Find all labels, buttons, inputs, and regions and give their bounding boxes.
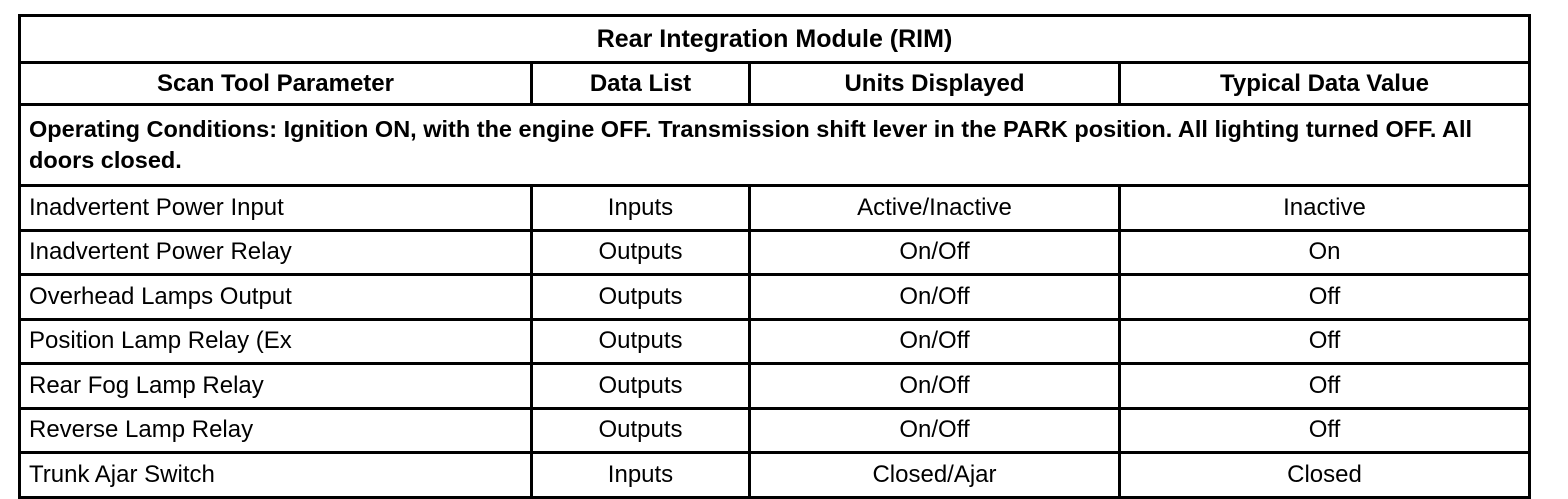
operating-conditions-cell: Operating Conditions: Ignition ON, with … (18, 103, 1531, 187)
cell-units-displayed: Active/Inactive (748, 184, 1121, 232)
data-list-value: Outputs (598, 416, 683, 444)
cell-typical-data-value: Off (1118, 273, 1531, 321)
column-header-label: Data List (589, 69, 692, 97)
cell-units-displayed: On/Off (748, 406, 1121, 454)
cell-data-list: Outputs (530, 317, 751, 365)
data-list-value: Outputs (598, 327, 683, 355)
typical-data-value: Closed (1287, 460, 1362, 488)
units-displayed-value: On/Off (899, 416, 970, 444)
typical-data-value: On (1308, 238, 1341, 266)
cell-data-list: Inputs (530, 451, 751, 499)
cell-parameter: Trunk Ajar Switch (18, 451, 533, 499)
cell-units-displayed: Closed/Ajar (748, 451, 1121, 499)
data-list-value: Inputs (607, 193, 674, 221)
column-header-label: Units Displayed (844, 69, 1025, 97)
cell-data-list: Outputs (530, 273, 751, 321)
cell-typical-data-value: Off (1118, 362, 1531, 410)
typical-data-value: Off (1308, 282, 1341, 310)
parameter-label: Inadvertent Power Input (29, 193, 284, 221)
parameter-label: Trunk Ajar Switch (29, 460, 215, 488)
typical-data-value: Off (1308, 416, 1341, 444)
cell-typical-data-value: Off (1118, 406, 1531, 454)
typical-data-value: Off (1308, 327, 1341, 355)
column-header-scan-tool-parameter: Scan Tool Parameter (18, 61, 533, 106)
table-header-row: Scan Tool Parameter Data List Units Disp… (18, 61, 1531, 106)
data-list-value: Outputs (598, 282, 683, 310)
units-displayed-value: On/Off (899, 371, 970, 399)
cell-units-displayed: On/Off (748, 273, 1121, 321)
table-title-row: Rear Integration Module (RIM) (18, 14, 1531, 64)
column-header-data-list: Data List (530, 61, 751, 106)
page-root: Rear Integration Module (RIM) Scan Tool … (18, 14, 1531, 499)
units-displayed-value: On/Off (899, 327, 970, 355)
data-list-value: Inputs (607, 460, 674, 488)
cell-units-displayed: On/Off (748, 317, 1121, 365)
cell-units-displayed: On/Off (748, 362, 1121, 410)
table-body: Rear Integration Module (RIM) Scan Tool … (18, 14, 1531, 499)
column-header-typical-data-value: Typical Data Value (1118, 61, 1531, 106)
data-list-value: Outputs (598, 238, 683, 266)
operating-conditions-text: Operating Conditions: Ignition ON, with … (29, 116, 1473, 173)
cell-data-list: Outputs (530, 228, 751, 276)
parameter-label: Position Lamp Relay (Ex (29, 327, 292, 355)
cell-data-list: Outputs (530, 406, 751, 454)
typical-data-value: Off (1308, 371, 1341, 399)
units-displayed-value: Active/Inactive (857, 193, 1012, 221)
parameter-label: Reverse Lamp Relay (29, 416, 254, 444)
cell-typical-data-value: Off (1118, 317, 1531, 365)
table-title-cell: Rear Integration Module (RIM) (18, 14, 1531, 64)
typical-data-value: Inactive (1283, 193, 1366, 221)
column-header-label: Scan Tool Parameter (157, 69, 394, 97)
cell-parameter: Reverse Lamp Relay (18, 406, 533, 454)
scan-tool-parameter-table: Rear Integration Module (RIM) Scan Tool … (18, 14, 1531, 499)
cell-typical-data-value: On (1118, 228, 1531, 276)
column-header-label: Typical Data Value (1220, 69, 1429, 97)
column-header-units-displayed: Units Displayed (748, 61, 1121, 106)
table-row: Inadvertent Power Input Inputs Active/In… (18, 184, 1531, 232)
table-row: Reverse Lamp Relay Outputs On/Off Off (18, 406, 1531, 454)
table-row: Inadvertent Power Relay Outputs On/Off O… (18, 228, 1531, 276)
units-displayed-value: On/Off (899, 282, 970, 310)
table-row: Overhead Lamps Output Outputs On/Off Off (18, 273, 1531, 321)
cell-parameter: Inadvertent Power Input (18, 184, 533, 232)
table-row: Trunk Ajar Switch Inputs Closed/Ajar Clo… (18, 451, 1531, 499)
units-displayed-value: On/Off (899, 238, 970, 266)
table-title-text: Rear Integration Module (RIM) (596, 24, 953, 53)
cell-parameter: Position Lamp Relay (Ex (18, 317, 533, 365)
parameter-label: Inadvertent Power Relay (29, 238, 292, 266)
cell-parameter: Overhead Lamps Output (18, 273, 533, 321)
parameter-label: Overhead Lamps Output (29, 282, 292, 310)
table-row: Rear Fog Lamp Relay Outputs On/Off Off (18, 362, 1531, 410)
cell-data-list: Inputs (530, 184, 751, 232)
cell-typical-data-value: Inactive (1118, 184, 1531, 232)
cell-typical-data-value: Closed (1118, 451, 1531, 499)
cell-parameter: Rear Fog Lamp Relay (18, 362, 533, 410)
table-row: Position Lamp Relay (Ex Outputs On/Off O… (18, 317, 1531, 365)
units-displayed-value: Closed/Ajar (872, 460, 997, 488)
cell-units-displayed: On/Off (748, 228, 1121, 276)
parameter-label: Rear Fog Lamp Relay (29, 371, 264, 399)
cell-data-list: Outputs (530, 362, 751, 410)
data-list-value: Outputs (598, 371, 683, 399)
operating-conditions-row: Operating Conditions: Ignition ON, with … (18, 103, 1531, 187)
cell-parameter: Inadvertent Power Relay (18, 228, 533, 276)
